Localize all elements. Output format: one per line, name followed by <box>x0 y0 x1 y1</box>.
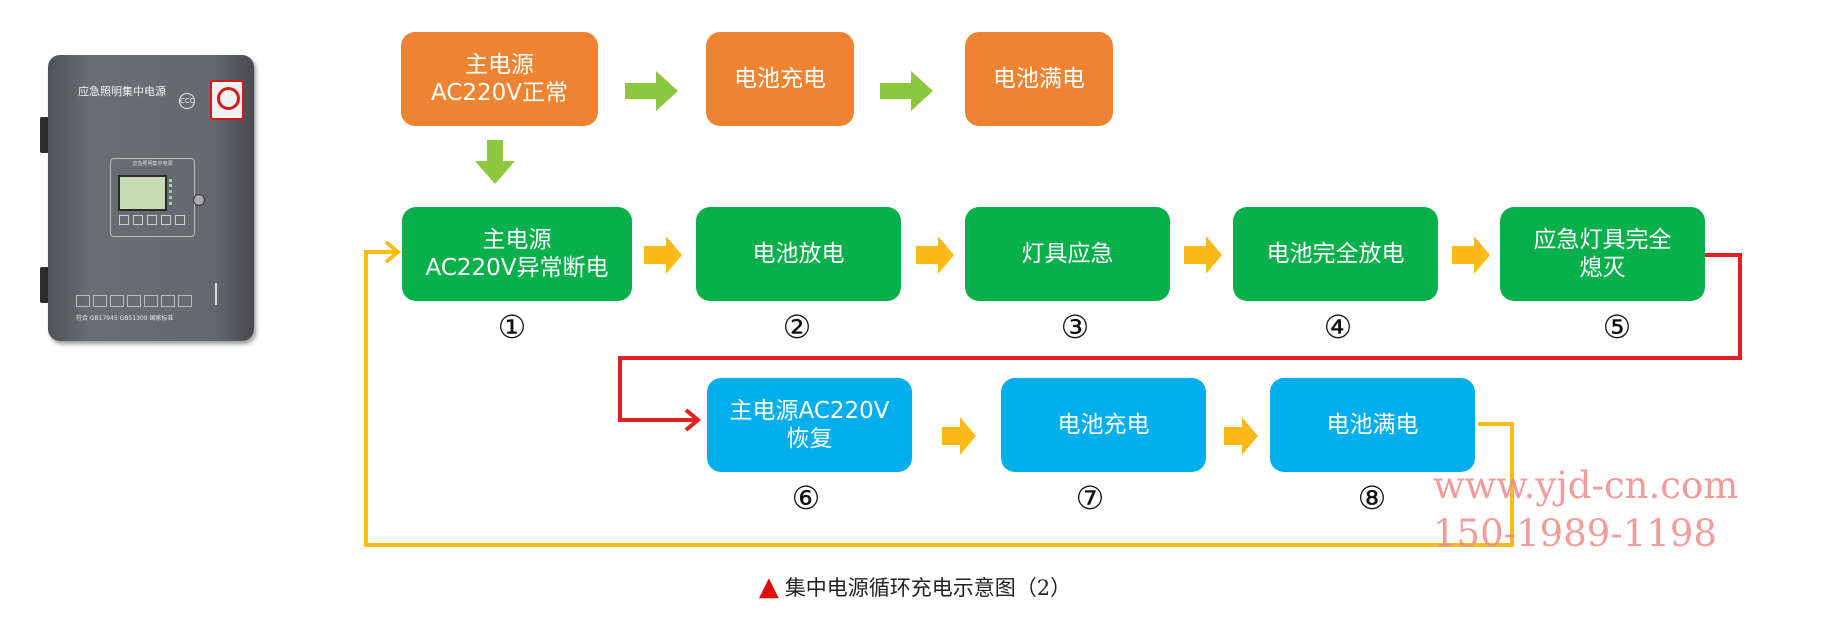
flow-box-mains-failure: 主电源 AC220V异常断电 <box>402 207 632 301</box>
device-title: 应急照明集中电源 <box>78 85 166 98</box>
loop-red-line <box>618 253 1742 422</box>
arrow-right-icon <box>880 71 933 111</box>
box-label: AC220V异常断电 <box>425 255 609 281</box>
loop-yellow-line <box>364 250 1514 547</box>
flow-box-battery-charging: 电池充电 <box>706 32 854 126</box>
flow-box-emergency-lighting: 灯具应急 <box>965 207 1170 301</box>
exit-sign-icon <box>183 283 217 305</box>
panel-keys <box>119 215 189 225</box>
box-label: 电池满电 <box>993 66 1085 92</box>
arrow-right-icon <box>1224 417 1258 455</box>
step-number: ⑥ <box>791 479 821 517</box>
flow-box-recharging: 电池充电 <box>1001 378 1206 472</box>
step-number: ⑦ <box>1075 479 1105 517</box>
arrow-right-icon <box>1184 236 1222 274</box>
loop-red-arrowhead <box>684 408 702 432</box>
arrow-right-icon <box>916 236 954 274</box>
flow-box-battery-depleted: 电池完全放电 <box>1233 207 1438 301</box>
flow-box-lights-off: 应急灯具完全 熄灭 <box>1500 207 1705 301</box>
power-supply-device: 应急照明集中电源 CCC 应急照明集中电源 符合 GB17945 GB51309… <box>40 55 254 341</box>
brand-logo-icon <box>210 80 244 120</box>
box-label: AC220V正常 <box>430 80 569 106</box>
hinge <box>40 267 49 303</box>
arrow-down-icon <box>475 140 515 184</box>
box-label: 电池满电 <box>1326 412 1419 438</box>
box-label: 电池充电 <box>734 66 826 92</box>
watermark-phone: 150-1989-1198 <box>1433 512 1717 555</box>
flow-box-mains-restored: 主电源AC220V 恢复 <box>707 378 912 472</box>
breaker-slots <box>76 295 192 307</box>
box-label: 灯具应急 <box>1021 241 1114 267</box>
arrow-right-icon <box>1452 236 1490 274</box>
hinge <box>40 117 49 153</box>
step-number: ④ <box>1323 308 1353 346</box>
caption-text: 集中电源循环充电示意图（2） <box>784 576 1072 600</box>
arrow-right-icon <box>942 417 976 455</box>
box-label: 主电源AC220V <box>729 398 890 424</box>
box-label: 应急灯具完全 <box>1533 227 1672 253</box>
box-label: 电池充电 <box>1057 412 1150 438</box>
arrow-right-icon <box>625 71 678 111</box>
flow-box-recharged-full: 电池满电 <box>1270 378 1475 472</box>
step-number: ① <box>497 308 527 346</box>
flow-box-battery-full: 电池满电 <box>965 32 1113 126</box>
lock-icon <box>193 194 205 206</box>
step-number: ⑤ <box>1602 308 1632 346</box>
control-panel: 应急照明集中电源 <box>110 158 195 237</box>
box-label: 主电源 <box>482 227 552 253</box>
indicator-leds <box>169 179 190 205</box>
box-label: 熄灭 <box>1579 255 1626 281</box>
step-number: ⑧ <box>1357 479 1387 517</box>
ccc-cert-icon: CCC <box>179 93 195 109</box>
panel-title: 应急照明集中电源 <box>132 161 173 167</box>
flow-box-mains-normal: 主电源 AC220V正常 <box>401 32 598 126</box>
box-label: 电池放电 <box>752 241 845 267</box>
step-number: ② <box>782 308 812 346</box>
lcd-screen <box>118 175 167 211</box>
step-number: ③ <box>1060 308 1090 346</box>
box-label: 恢复 <box>786 426 833 452</box>
arrow-right-icon <box>644 236 682 274</box>
box-label: 电池完全放电 <box>1266 241 1405 267</box>
figure-caption: ▲集中电源循环充电示意图（2） <box>0 572 1830 602</box>
flow-box-battery-discharging: 电池放电 <box>696 207 901 301</box>
loop-yellow-arrowhead <box>384 240 402 264</box>
device-standard: 符合 GB17945 GB51309 国家标准 <box>76 315 174 322</box>
watermark-url: www.yjd-cn.com <box>1433 464 1739 507</box>
red-triangle-icon: ▲ <box>758 572 779 602</box>
box-label: 主电源 <box>465 52 534 78</box>
